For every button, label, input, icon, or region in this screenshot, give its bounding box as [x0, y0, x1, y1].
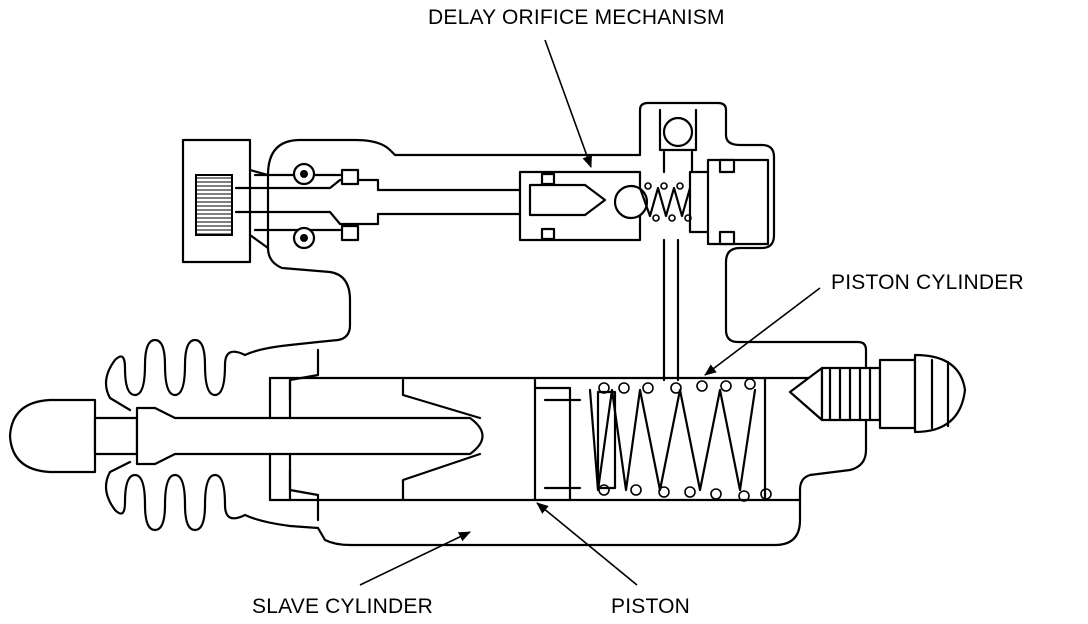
leader-lines: [359, 39, 821, 586]
label-piston: PISTON: [611, 595, 690, 618]
label-slave-cylinder: SLAVE CYLINDER: [252, 595, 433, 618]
spring-coils: [598, 378, 772, 502]
upper-housing: [181, 101, 868, 547]
label-delay-orifice-mechanism: DELAY ORIFICE MECHANISM: [428, 6, 725, 29]
slave-cylinder-body: [8, 353, 967, 502]
label-piston-cylinder: PISTON CYLINDER: [831, 271, 1024, 294]
